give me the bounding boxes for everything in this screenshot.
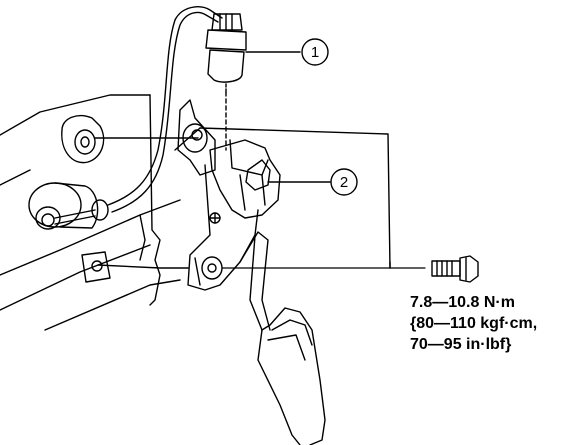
callout-1-number: 1 — [311, 44, 319, 61]
wiring-harness — [54, 6, 223, 225]
callout-2-circle — [330, 168, 358, 196]
lower-boss — [81, 251, 111, 283]
torque-specification: 7.8—10.8 N·m {80—110 kgf·cm, 70—95 in·lb… — [410, 292, 537, 355]
callout-2-number: 2 — [340, 174, 348, 191]
torque-line-1: 7.8—10.8 N·m — [410, 294, 515, 311]
torque-line-2: {80—110 kgf·cm, — [410, 315, 538, 332]
callout-1-circle — [301, 38, 329, 66]
pedal-sensor — [209, 139, 281, 219]
mounting-bolt — [221, 255, 479, 283]
connector — [205, 13, 247, 93]
body-mount-boss — [61, 114, 105, 164]
cable-mount-boss — [28, 182, 99, 230]
leader-line-lower — [97, 264, 189, 269]
accelerator-pedal-arm — [239, 231, 326, 445]
firewall-body — [0, 94, 391, 331]
torque-line-3: 70—95 in·lbf} — [410, 336, 512, 353]
